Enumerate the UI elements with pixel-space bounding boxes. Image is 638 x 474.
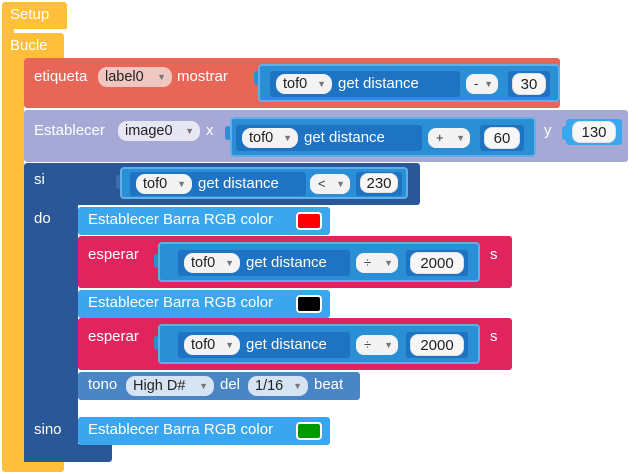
number-input[interactable]: 230 <box>360 173 398 193</box>
chevron-down-icon: ▼ <box>283 133 292 143</box>
y-number-input[interactable]: 130 <box>572 121 616 143</box>
distance-method-label: get distance <box>304 129 385 146</box>
input-connector-icon <box>116 175 122 189</box>
distance-method-label: get distance <box>338 75 419 92</box>
note-dropdown[interactable]: High D#▼ <box>126 376 214 396</box>
sensor-dropdown[interactable]: tof0▼ <box>276 74 332 94</box>
distance-reporter[interactable]: tof0▼ get distance <box>178 250 350 276</box>
operator-dropdown[interactable]: +▼ <box>428 128 470 148</box>
label-show-prefix: etiqueta <box>34 68 88 85</box>
rgb-color-block-black[interactable]: Establecer Barra RGB color <box>78 290 330 318</box>
wait-unit-label: s <box>490 246 498 263</box>
number-input[interactable]: 30 <box>512 73 546 95</box>
label-show-action: mostrar <box>177 68 228 85</box>
divide-expression-block[interactable]: tof0▼ get distance ÷▼ 2000 <box>158 242 480 282</box>
chevron-down-icon: ▼ <box>293 381 302 391</box>
tone-label: tono <box>88 376 118 393</box>
distance-method-label: get distance <box>246 336 327 353</box>
setup-block[interactable]: Setup <box>2 2 67 29</box>
input-connector-icon <box>562 126 568 140</box>
sensor-dropdown[interactable]: tof0▼ <box>242 128 298 148</box>
operator-dropdown[interactable]: ÷▼ <box>356 253 398 273</box>
distance-method-label: get distance <box>246 254 327 271</box>
number-input[interactable]: 2000 <box>410 334 464 356</box>
chevron-down-icon: ▼ <box>177 179 186 189</box>
number-input[interactable]: 60 <box>484 127 520 149</box>
number-input[interactable]: 2000 <box>410 252 464 274</box>
sensor-dropdown[interactable]: tof0▼ <box>184 253 240 273</box>
color-swatch-green[interactable] <box>296 422 322 440</box>
image-target-dropdown[interactable]: image0▼ <box>118 121 200 141</box>
if-block-bottom <box>24 444 112 462</box>
math-expression-block[interactable]: tof0▼ get distance +▼ 60 <box>230 117 536 157</box>
rgb-color-block-red[interactable]: Establecer Barra RGB color <box>78 207 330 235</box>
chevron-down-icon: ▼ <box>456 133 465 143</box>
chevron-down-icon: ▼ <box>157 72 166 82</box>
color-swatch-black[interactable] <box>296 295 322 313</box>
rgb-block-label: Establecer Barra RGB color <box>88 294 274 311</box>
sensor-dropdown[interactable]: tof0▼ <box>184 335 240 355</box>
input-connector-icon <box>154 336 160 350</box>
if-block-arm <box>24 200 78 462</box>
input-connector-icon <box>254 71 260 85</box>
input-connector-icon <box>154 254 160 268</box>
do-label: do <box>34 210 51 227</box>
rgb-color-block-green[interactable]: Establecer Barra RGB color <box>78 417 330 445</box>
set-image-x-label: x <box>206 122 214 139</box>
chevron-down-icon: ▼ <box>225 340 234 350</box>
color-swatch-red[interactable] <box>296 212 322 230</box>
chevron-down-icon: ▼ <box>384 258 393 268</box>
compare-expression-block[interactable]: tof0▼ get distance <▼ 230 <box>120 167 408 199</box>
label-show-block[interactable]: etiqueta label0▼ mostrar tof0▼ get dista… <box>24 58 560 108</box>
tone-beat-label: beat <box>314 376 344 393</box>
tone-del-label: del <box>220 376 241 393</box>
distance-reporter[interactable]: tof0▼ get distance <box>178 332 350 358</box>
input-connector-icon <box>225 126 231 140</box>
chevron-down-icon: ▼ <box>384 340 393 350</box>
distance-reporter[interactable]: tof0▼ get distance <box>236 125 422 151</box>
operator-dropdown[interactable]: -▼ <box>466 74 498 94</box>
chevron-down-icon: ▼ <box>199 381 208 391</box>
setup-label: Setup <box>10 6 50 23</box>
loop-block-header[interactable]: Bucle <box>2 33 64 59</box>
chevron-down-icon: ▼ <box>317 79 326 89</box>
chevron-down-icon: ▼ <box>225 258 234 268</box>
if-label: si <box>34 171 45 188</box>
setup-connector <box>2 29 14 35</box>
wait-block-2[interactable]: esperar tof0▼ get distance ÷▼ 2000 s <box>78 318 512 370</box>
distance-reporter[interactable]: tof0▼ get distance <box>270 71 460 97</box>
set-image-prefix: Establecer <box>34 122 105 139</box>
distance-method-label: get distance <box>198 175 279 192</box>
chevron-down-icon: ▼ <box>336 179 345 189</box>
distance-reporter[interactable]: tof0▼ get distance <box>130 172 306 196</box>
set-image-y-label: y <box>544 122 552 139</box>
chevron-down-icon: ▼ <box>185 126 194 136</box>
tone-block[interactable]: tono High D#▼ del 1/16▼ beat <box>78 372 360 400</box>
rgb-block-label: Establecer Barra RGB color <box>88 421 274 438</box>
wait-unit-label: s <box>490 328 498 345</box>
duration-dropdown[interactable]: 1/16▼ <box>248 376 308 396</box>
wait-block-1[interactable]: esperar tof0▼ get distance ÷▼ 2000 s <box>78 236 512 288</box>
math-expression-block[interactable]: tof0▼ get distance -▼ 30 <box>258 64 560 102</box>
chevron-down-icon: ▼ <box>484 79 493 89</box>
if-block-header[interactable]: si tof0▼ get distance <▼ 230 <box>24 163 420 205</box>
set-image-block[interactable]: Establecer image0▼ x tof0▼ get distance … <box>24 110 628 162</box>
divide-expression-block[interactable]: tof0▼ get distance ÷▼ 2000 <box>158 324 480 364</box>
operator-dropdown[interactable]: ÷▼ <box>356 335 398 355</box>
sensor-dropdown[interactable]: tof0▼ <box>136 174 192 194</box>
loop-label: Bucle <box>10 37 48 54</box>
operator-dropdown[interactable]: <▼ <box>310 174 350 194</box>
loop-block-bottom <box>2 462 64 472</box>
label-target-dropdown[interactable]: label0▼ <box>98 67 172 87</box>
else-label: sino <box>34 421 62 438</box>
wait-label: esperar <box>88 246 139 263</box>
rgb-block-label: Establecer Barra RGB color <box>88 211 274 228</box>
loop-block-arm <box>2 56 24 470</box>
wait-label: esperar <box>88 328 139 345</box>
